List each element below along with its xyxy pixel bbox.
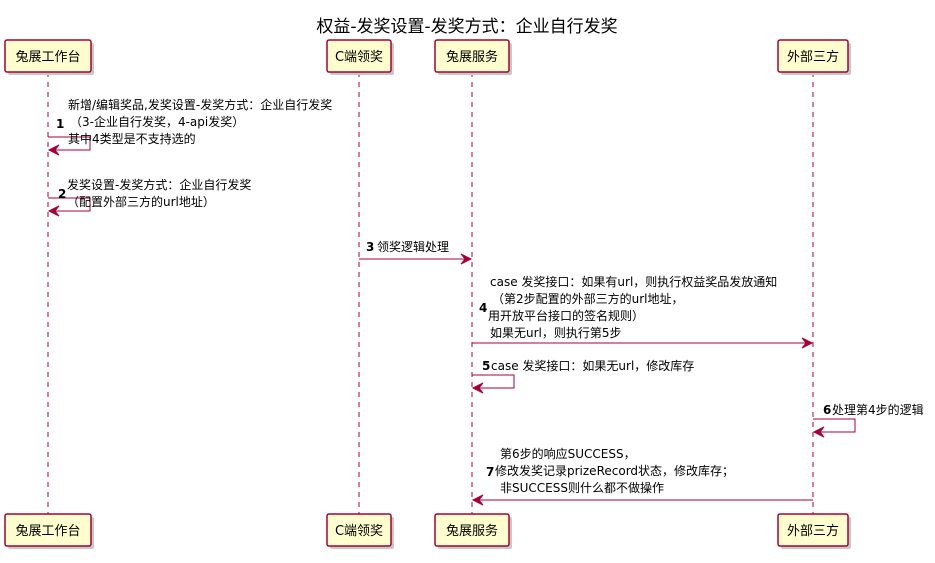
message-number: 2 <box>58 187 66 201</box>
participant-box <box>4 513 92 547</box>
message-text: 修改发奖记录prizeRecord状态，修改库存； <box>495 463 734 478</box>
arrowhead <box>460 253 473 265</box>
participant-p4-bottom: 外部三方 <box>777 513 851 549</box>
self-arrow <box>813 418 856 433</box>
participant-box <box>434 39 510 73</box>
participant-p1-top: 兔展工作台 <box>4 39 94 75</box>
message-number: 5 <box>482 359 490 373</box>
participant-box <box>434 513 510 547</box>
participant-box <box>777 513 849 547</box>
participant-box <box>777 39 849 73</box>
participant-p2-bottom: C端领奖 <box>326 513 394 549</box>
participant-p2-top: C端领奖 <box>326 39 394 75</box>
participant-label: 兔展工作台 <box>15 50 80 65</box>
message-text: （3-企业自行发奖，4-api发奖） <box>70 114 244 129</box>
message-text: 处理第4步的逻辑 <box>832 402 924 417</box>
participant-label: C端领奖 <box>335 50 383 65</box>
message-number: 6 <box>823 403 831 417</box>
participant-box <box>326 39 392 73</box>
participant-label: C端领奖 <box>335 524 383 539</box>
message-1: 1 新增/编辑奖品,发奖设置-发奖方式：企业自行发奖 （3-企业自行发奖，4-api… <box>47 97 332 156</box>
arrowhead <box>47 144 60 156</box>
participant-p1-bottom: 兔展工作台 <box>4 513 94 549</box>
message-number: 7 <box>486 465 494 479</box>
message-text: （第2步配置的外部三方的url地址， <box>492 291 684 306</box>
message-number: 3 <box>366 240 374 254</box>
message-text: 其中4类型是不支持选的 <box>68 131 196 146</box>
diagram-title: 权益-发奖设置-发奖方式：企业自行发奖 <box>316 17 617 37</box>
message-text: 领奖逻辑处理 <box>377 240 449 254</box>
participant-box <box>4 39 92 73</box>
participant-label: 外部三方 <box>787 523 839 539</box>
message-text: 非SUCCESS则什么都不做操作 <box>500 480 664 495</box>
message-text: 发奖设置-发奖方式：企业自行发奖 <box>67 177 251 192</box>
messages: 1 新增/编辑奖品,发奖设置-发奖方式：企业自行发奖 （3-企业自行发奖，4-api… <box>47 97 924 506</box>
lifelines <box>47 72 814 514</box>
message-text: 用开放平台接口的签名规则） <box>488 308 644 323</box>
message-number: 1 <box>56 117 64 131</box>
message-text: 第6步的响应SUCCESS， <box>500 446 636 461</box>
arrowhead <box>812 426 825 438</box>
participant-p3-bottom: 兔展服务 <box>434 513 512 549</box>
participant-label: 外部三方 <box>787 49 839 65</box>
message-text: 如果无url，则执行第5步 <box>490 325 622 340</box>
message-text: （配置外部三方的url地址） <box>67 194 215 209</box>
participant-p3-top: 兔展服务 <box>434 39 512 75</box>
participant-label: 兔展服务 <box>446 49 498 65</box>
message-text: case 发奖接口：如果无url，修改库存 <box>491 358 694 373</box>
message-text: 新增/编辑奖品,发奖设置-发奖方式：企业自行发奖 <box>68 97 332 112</box>
message-7: 7 第6步的响应SUCCESS， 修改发奖记录prizeRecord状态，修改库存；… <box>471 446 813 506</box>
participant-label: 兔展工作台 <box>15 524 80 539</box>
message-number: 4 <box>479 301 487 315</box>
participant-p4-top: 外部三方 <box>777 39 851 75</box>
self-arrow <box>48 197 91 212</box>
message-text: case 发奖接口：如果有url，则执行权益奖品发放通知 <box>490 274 777 289</box>
arrowhead <box>801 337 814 349</box>
arrowhead <box>471 494 484 506</box>
arrowhead <box>471 382 484 394</box>
self-arrow <box>472 374 515 389</box>
participant-label: 兔展服务 <box>446 523 498 539</box>
self-arrow <box>48 136 91 151</box>
participant-box <box>326 513 392 547</box>
arrowhead <box>47 205 60 217</box>
